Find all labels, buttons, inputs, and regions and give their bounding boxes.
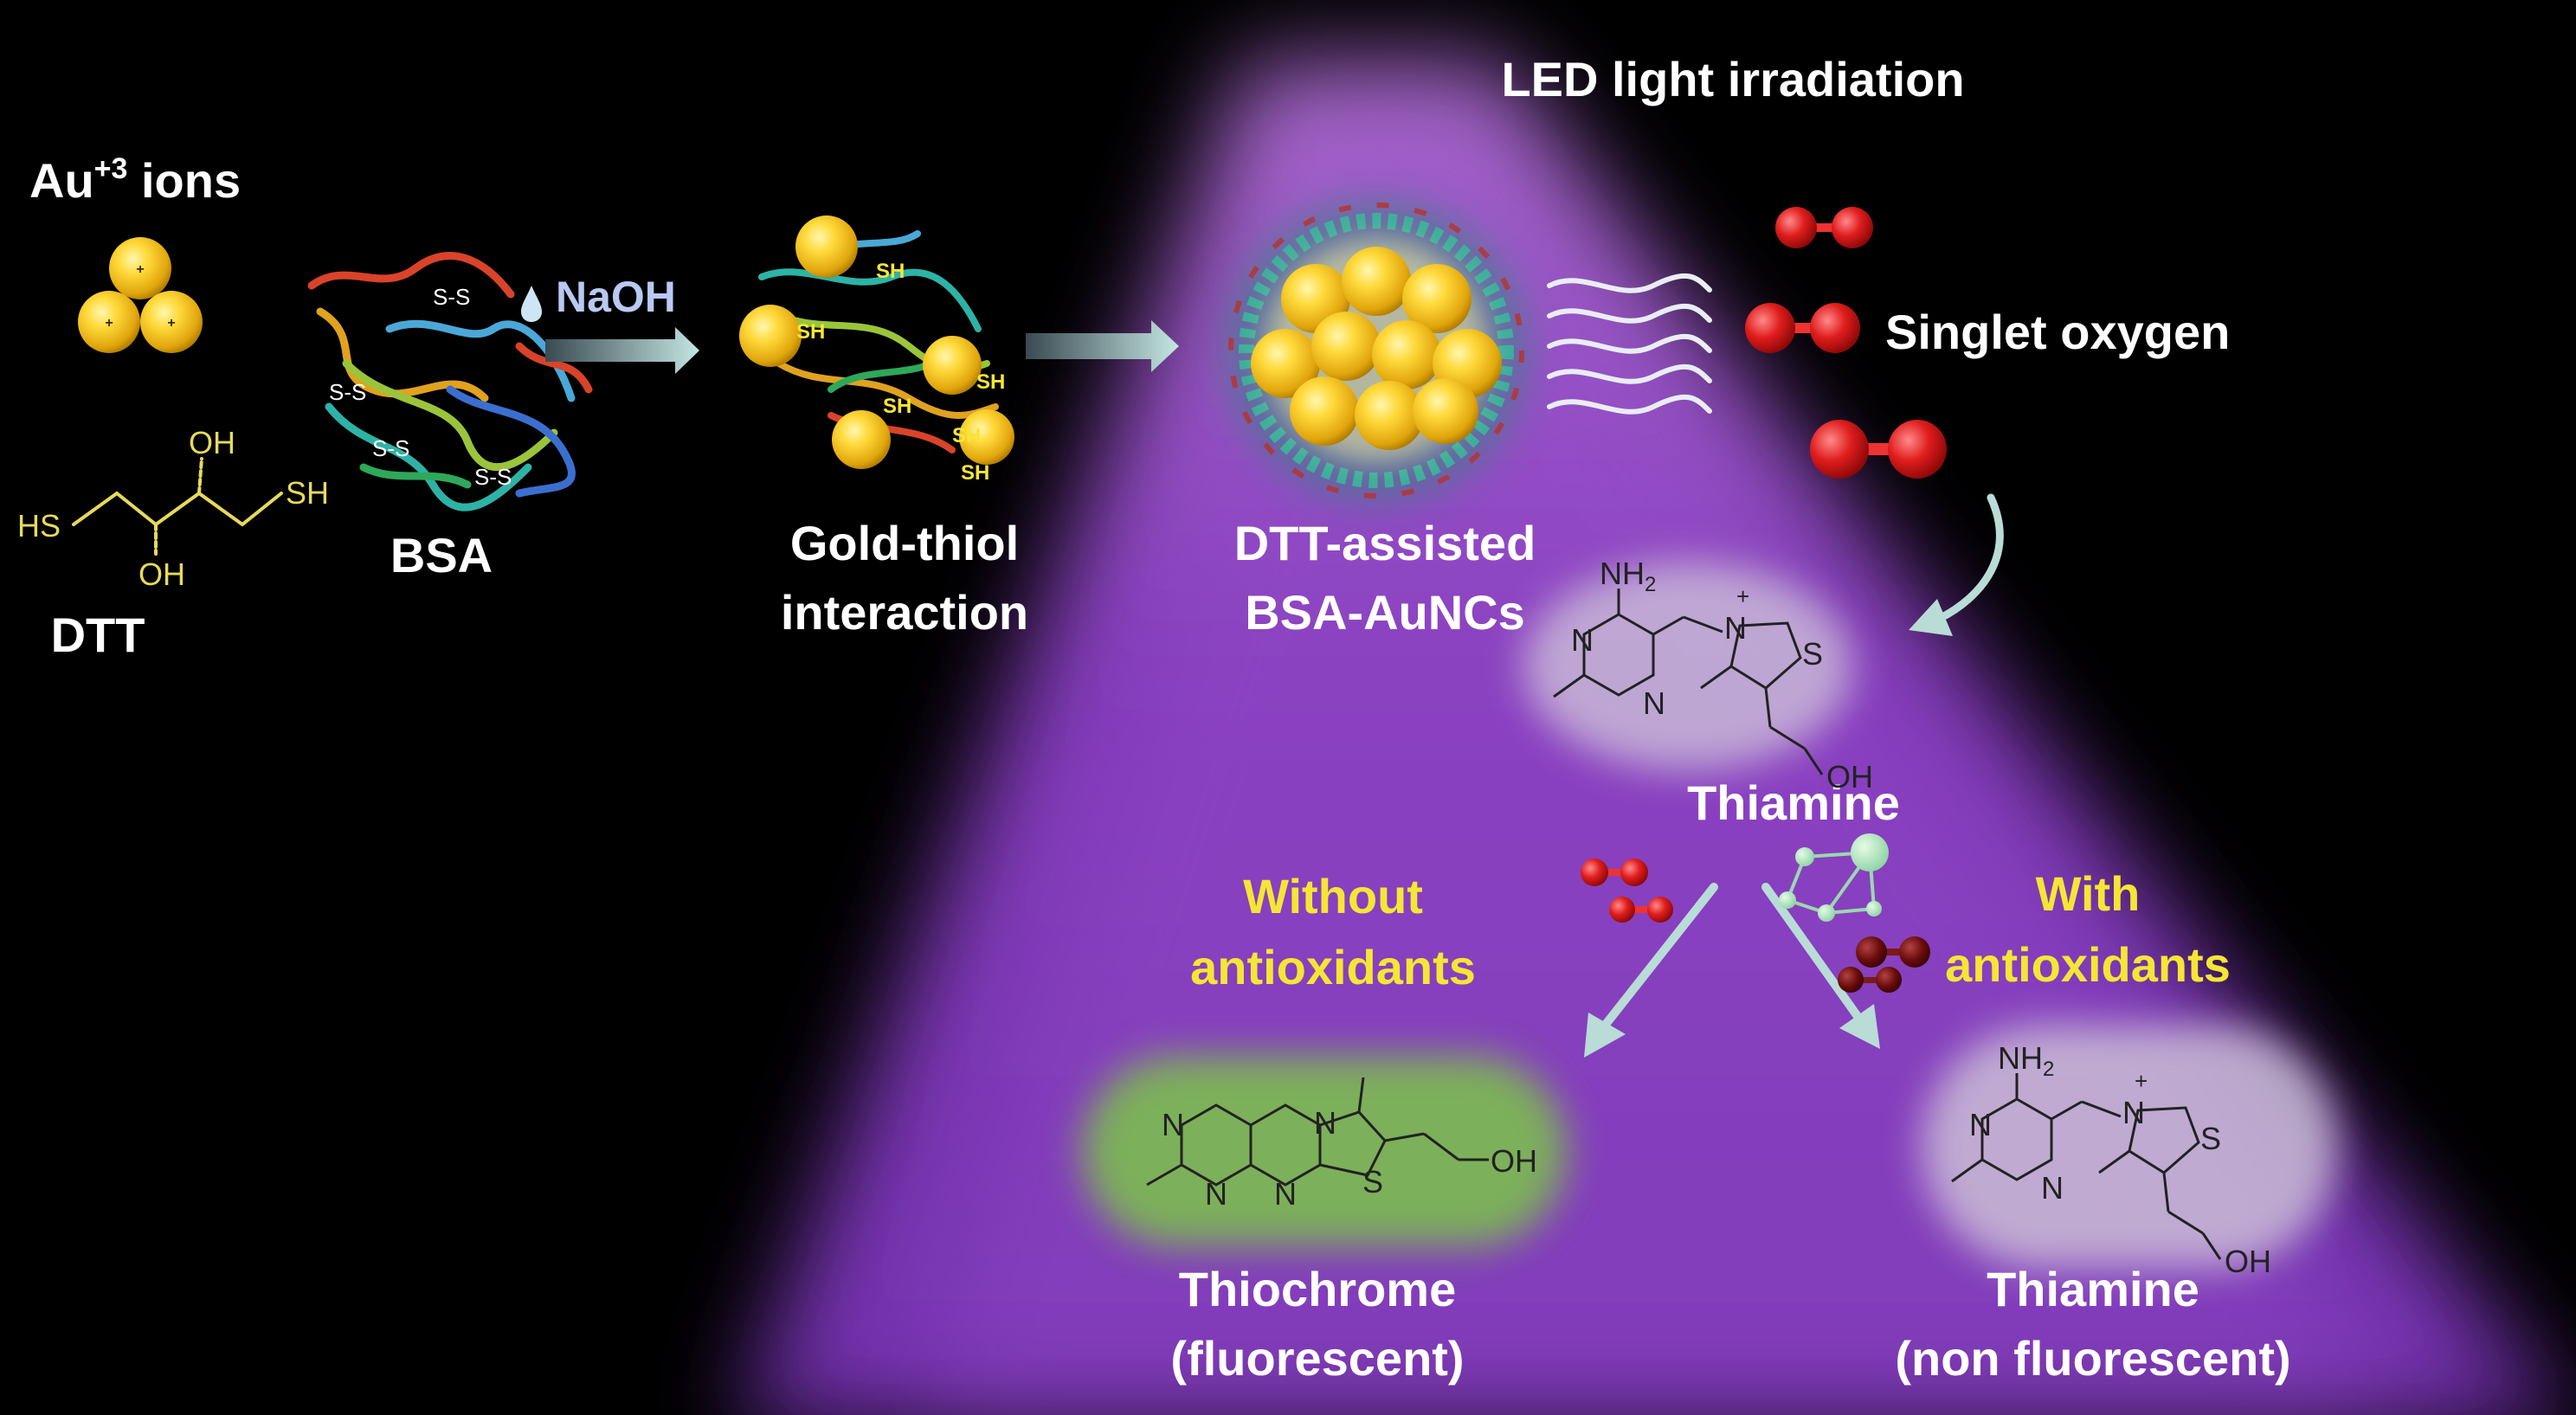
thiamine-bottom-n1: N [1969,1107,1992,1142]
dtt-structure [72,457,283,556]
au-ion-cluster: + + + [78,237,203,353]
thiochrome-s: S [1362,1164,1384,1200]
dtt-hs-left: HS [17,508,61,543]
aunc-label-line2: BSA-AuNCs [1245,585,1525,640]
disulfide-tag: S-S [474,464,512,490]
thiamine-bottom-oh: OH [2225,1244,2271,1279]
disulfide-tag: S-S [329,379,367,405]
thiol-tag: SH [876,260,905,283]
thiamine-top-n-plus: N [1724,610,1747,646]
disulfide-tag: S-S [372,435,410,461]
au-charge-mark: + [167,316,175,331]
thiamine-bottom-nh2: NH2 [1998,1040,2055,1082]
thiol-tag: SH [796,320,826,344]
thiamine-top-n1: N [1571,622,1594,658]
singlet-oxygen-label: Singlet oxygen [1885,305,2231,359]
thiamine-top-n2: N [1643,685,1665,721]
au-charge: +3 [93,152,128,185]
thiamine-bottom-plus: + [2135,1068,2148,1094]
without-antioxidants-line1: Without [1243,869,1423,923]
thiol-tag: SH [976,370,1006,394]
thiamine-molecule-bottom [1922,1026,2337,1268]
au-ions-label: Au+3 ions [29,154,241,205]
gold-thiol-complex [739,215,1014,469]
aunc-label-line1: DTT-assisted [1233,516,1536,570]
thiamine-bottom-n2: N [2041,1170,2064,1206]
dtt-oh-top: OH [189,425,235,460]
thiochrome-n4: N [1314,1105,1336,1141]
thiochrome-label-line2: (fluorescent) [1170,1331,1465,1386]
thiochrome-molecule [1082,1056,1567,1246]
formation-arrow [1026,320,1179,372]
gold-thiol-label-line1: Gold-thiol [789,516,1020,570]
thiochrome-oh: OH [1491,1143,1537,1179]
emission-waves [1547,273,1712,415]
thiochrome-n2: N [1205,1176,1227,1212]
thiol-tag: SH [952,424,982,447]
led-label: LED light irradiation [1501,52,1965,106]
singlet-oxygen-molecules [1745,207,1947,479]
oxygen-molecule [1745,303,1860,353]
disulfide-tag: S-S [433,284,471,310]
thiol-tag: SH [883,395,912,418]
au-ions-suffix: ions [127,153,242,208]
thiol-tag: SH [961,461,990,485]
thiamine-bottom-label-line1: Thiamine [1987,1262,2199,1316]
with-antioxidants-line1: With [2035,866,2141,921]
au-symbol: Au [29,153,94,208]
dtt-label: DTT [50,608,145,662]
thiamine-top-oh: OH [1826,759,1873,794]
thiochrome-label-line1: Thiochrome [1178,1262,1457,1316]
thiochrome-n3: N [1274,1176,1297,1212]
droplet-icon [521,286,542,322]
dtt-sh-right: SH [286,475,330,511]
thiamine-bottom-n-plus: N [2122,1095,2145,1130]
thiamine-top-label: Thiamine [1687,775,1900,830]
bsa-aunc-particle [1225,199,1528,502]
naoh-arrow [521,286,699,374]
thiamine-bottom-label-line2: (non fluorescent) [1895,1331,2291,1386]
naoh-label: NaOH [556,273,676,321]
curved-arrow [1909,493,2004,636]
thiochrome-n1: N [1162,1107,1184,1142]
branch-oxygen [1581,859,1930,993]
antioxidant-network [1779,833,1889,922]
thiamine-top-plus: + [1736,583,1750,609]
dtt-oh-bottom: OH [138,556,185,592]
au-charge-mark: + [136,262,144,277]
thiamine-bottom-s: S [2200,1121,2222,1156]
oxygen-molecule [1810,420,1947,479]
without-antioxidants-line2: antioxidants [1190,940,1476,994]
thiamine-top-nh2: NH2 [1600,556,1657,597]
bsa-label: BSA [390,528,493,582]
au-charge-mark: + [105,316,113,331]
branch-arrows [1584,883,1880,1058]
thiamine-molecule-top [1523,563,1852,775]
thiamine-top-s: S [1802,636,1824,672]
with-antioxidants-line2: antioxidants [1945,937,2231,992]
oxygen-molecule [1775,207,1873,248]
gold-thiol-label-line2: interaction [780,585,1029,640]
